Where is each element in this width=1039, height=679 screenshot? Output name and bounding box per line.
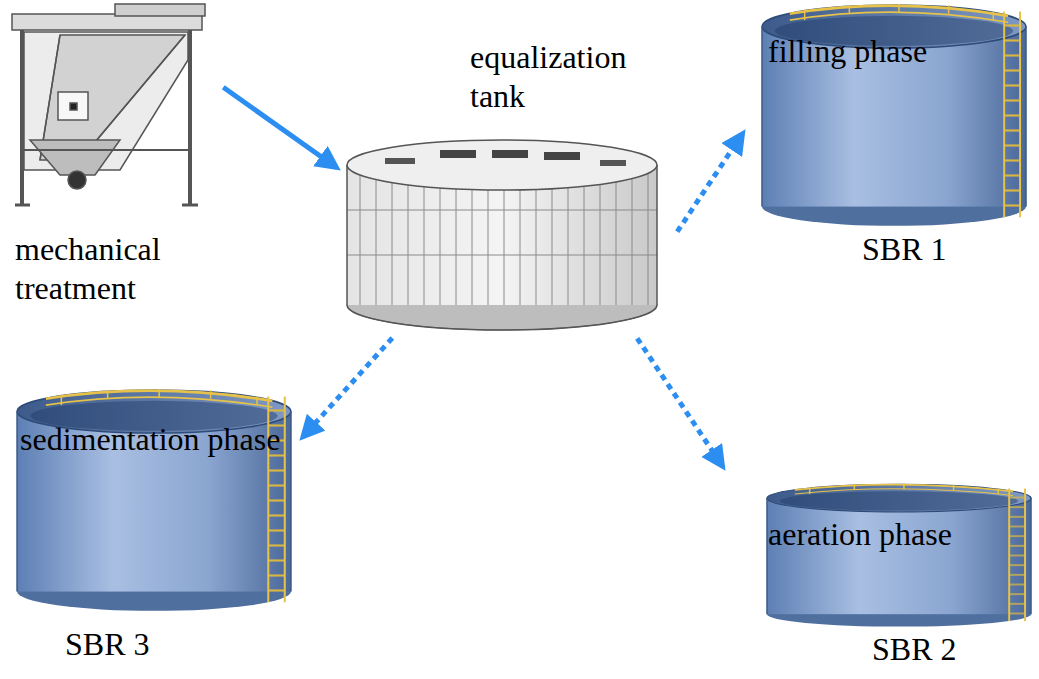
screening-unit: mechanical treatment <box>0 0 220 330</box>
node-label: sedimentation phase <box>20 420 288 459</box>
sbr-reactor: aeration phaseSBR 2 <box>715 470 1035 675</box>
dotted-arrow <box>637 338 723 466</box>
screen-machine <box>12 4 205 205</box>
tank-name: SBR 2 <box>872 630 1012 669</box>
tank-name: SBR 3 <box>65 625 205 664</box>
dotted-arrow <box>303 338 393 437</box>
sbr-tank-1 <box>762 4 1026 226</box>
sbr-tank-2 <box>767 484 1031 627</box>
tank-name: SBR 1 <box>862 230 1002 269</box>
sbr-reactor: filling phaseSBR 1 <box>745 0 1035 275</box>
node-label: equalization tank <box>470 38 675 116</box>
equalization-tank-drawing <box>347 140 657 330</box>
sbr-tank-3 <box>17 389 291 611</box>
dotted-arrow <box>677 133 743 231</box>
equalization-tank: equalization tank <box>340 35 675 335</box>
node-label: aeration phase <box>768 515 1018 554</box>
sbr-reactor: sedimentation phaseSBR 3 <box>8 385 300 675</box>
node-label: mechanical treatment <box>15 230 220 308</box>
flow-arrow <box>223 87 336 167</box>
node-label: filling phase <box>768 32 1008 71</box>
